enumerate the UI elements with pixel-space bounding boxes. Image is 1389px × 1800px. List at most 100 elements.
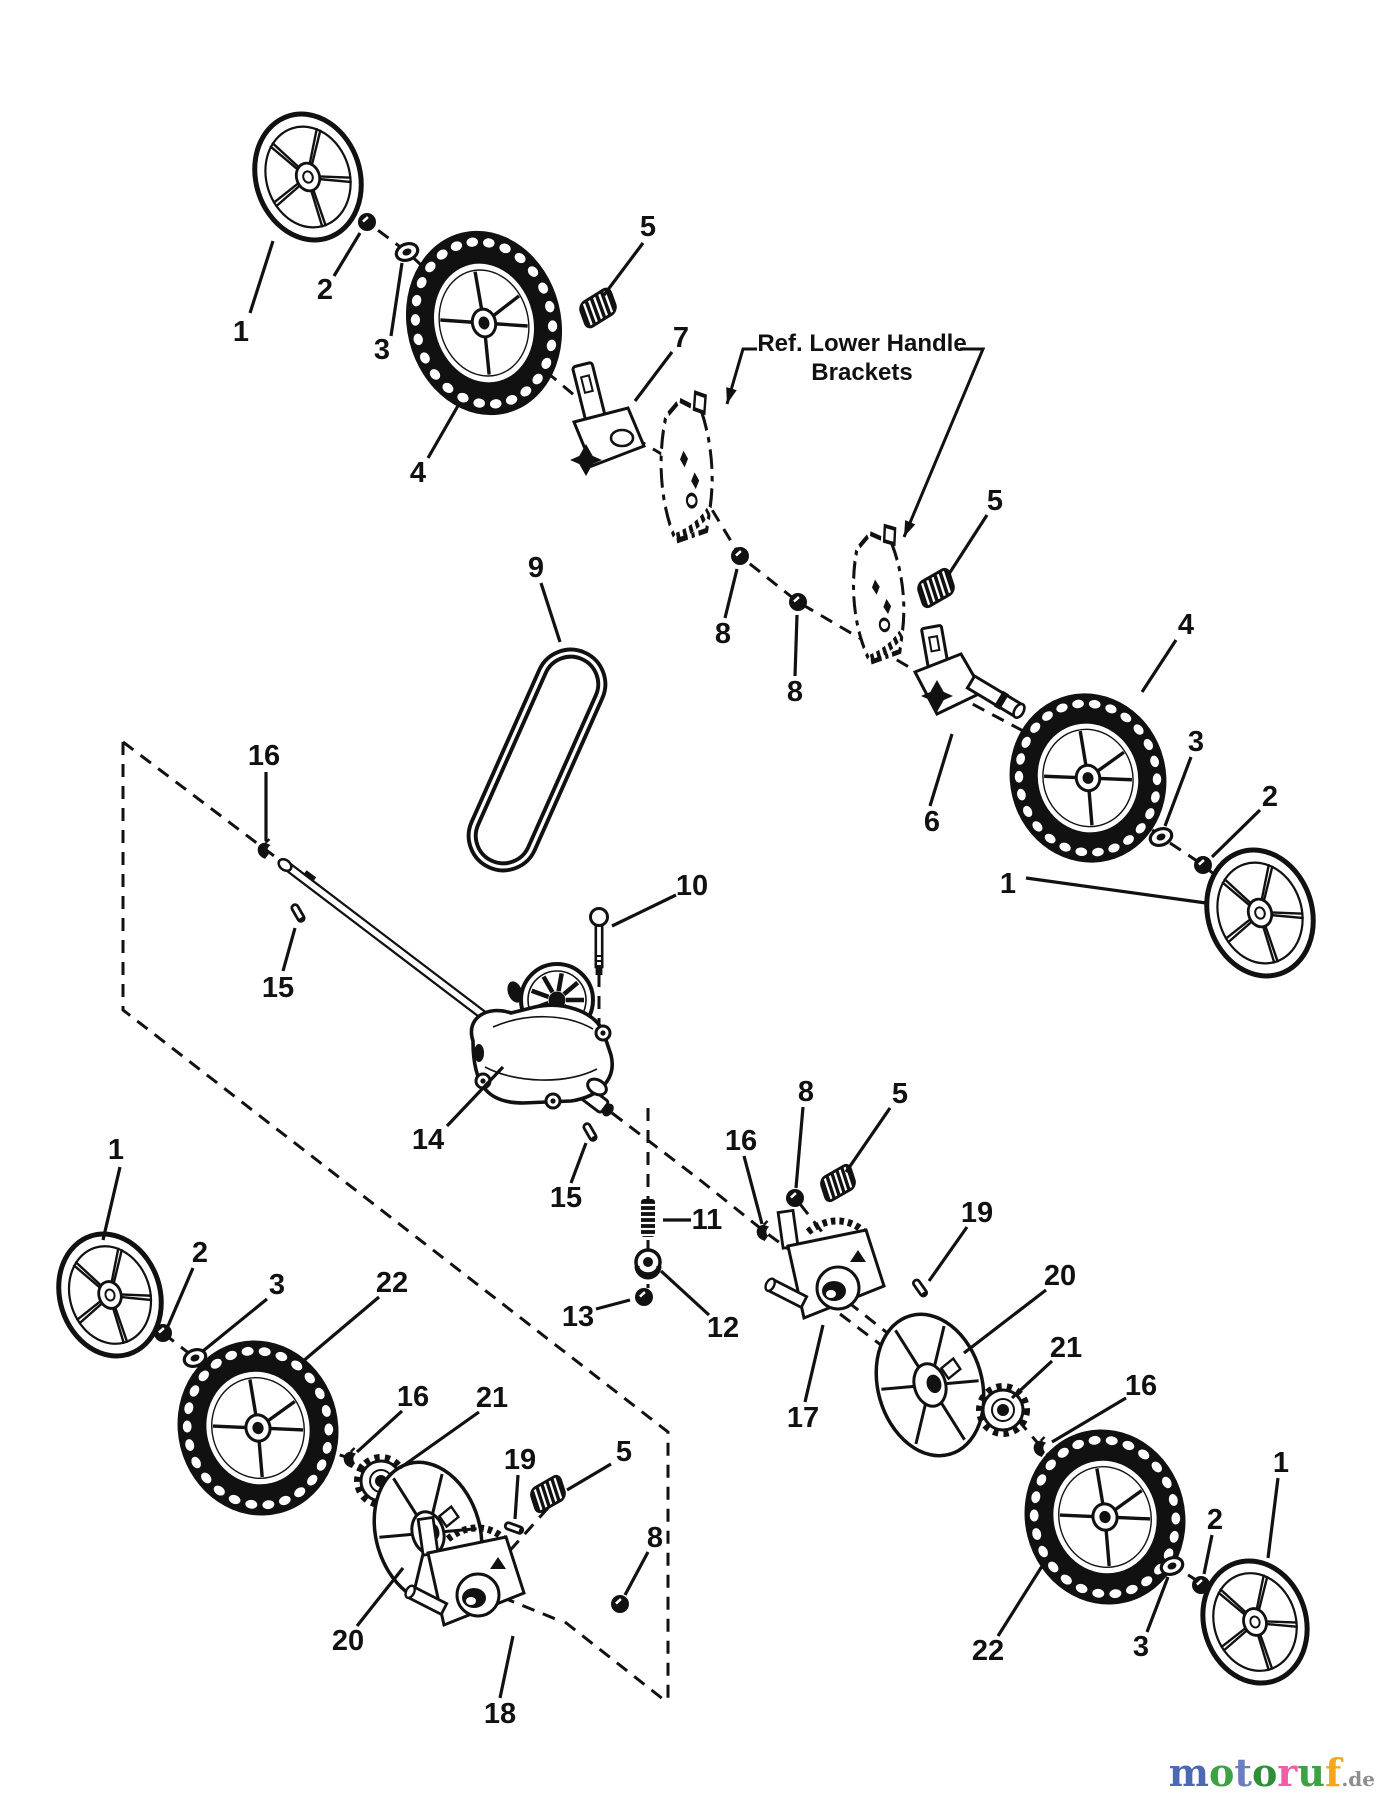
- watermark-letter: o: [1209, 1750, 1235, 1795]
- part-ratchet-plate: [874, 1312, 986, 1458]
- part-retainer-clip: [257, 838, 271, 859]
- part-callout-label: 2: [192, 1237, 208, 1269]
- part-callout-label: 21: [1050, 1332, 1082, 1364]
- part-callout-label: 16: [248, 740, 280, 772]
- callout-leader-line: [426, 403, 461, 459]
- part-wheel-cover: [252, 111, 364, 243]
- callout-leader-line: [742, 1155, 764, 1225]
- part-callout-label: 3: [269, 1269, 285, 1301]
- part-callout-label: 2: [1207, 1504, 1223, 1536]
- part-flat-washer: [394, 241, 420, 263]
- part-callout-label: 14: [412, 1124, 444, 1156]
- part-axle-arm-bracket: [764, 1208, 886, 1321]
- part-wheel-cover: [1200, 1558, 1310, 1686]
- part-retainer-clip: [1033, 1436, 1047, 1457]
- part-callout-label: 17: [787, 1402, 819, 1434]
- callout-leader-line: [201, 1297, 269, 1353]
- part-axle-arm-bracket: [404, 1515, 526, 1628]
- callout-leader-line: [1051, 1396, 1127, 1444]
- part-callout-label: 19: [504, 1444, 536, 1476]
- watermark-letter: o: [1251, 1750, 1278, 1795]
- callout-leader-line: [332, 232, 362, 277]
- part-adjuster-detent: [820, 1163, 856, 1203]
- callout-leader-line: [101, 1166, 122, 1241]
- part-wheel-bracket: [570, 361, 646, 476]
- callout-leader-line: [1025, 876, 1207, 905]
- callout-leader-line: [1145, 1576, 1170, 1633]
- assembly-axis-dashed: [564, 1620, 669, 1705]
- assembly-axis-dashed: [503, 1506, 550, 1558]
- part-wheel: [1009, 693, 1167, 863]
- part-callout-label: 2: [317, 274, 333, 306]
- part-locknut: [611, 1595, 629, 1613]
- callout-leader-line: [569, 1142, 588, 1184]
- callout-leader-line: [996, 1562, 1046, 1637]
- part-callout-label: 5: [892, 1078, 908, 1110]
- part-callout-label: 1: [1273, 1447, 1289, 1479]
- part-wheel-cover: [56, 1231, 164, 1359]
- part-drive-pinion: [976, 1383, 1030, 1437]
- part-locknut: [789, 593, 807, 611]
- part-roll-pin: [582, 1122, 598, 1142]
- part-callout-label: 21: [476, 1382, 508, 1414]
- watermark-letter: t: [1234, 1750, 1252, 1795]
- callout-leader-line: [281, 927, 297, 972]
- part-flat-washer: [1148, 826, 1174, 848]
- part-bolt: [589, 907, 609, 975]
- part-callout-label: 1: [1000, 868, 1016, 900]
- callout-leader-line: [803, 1324, 825, 1403]
- part-locknut: [1194, 856, 1212, 874]
- part-locknut: [786, 1189, 804, 1207]
- callout-leader-line: [794, 1106, 805, 1189]
- annotation-leader: [725, 347, 757, 405]
- callout-leader-line: [355, 1409, 404, 1454]
- callout-leader-line: [389, 262, 404, 337]
- callout-leader-line: [611, 893, 677, 928]
- watermark-logo: motoruf.de: [1169, 1754, 1375, 1792]
- watermark-suffix: .de: [1341, 1767, 1375, 1791]
- callout-leader-line: [539, 582, 562, 643]
- part-callout-label: 8: [798, 1076, 814, 1108]
- callout-leader-line: [300, 1295, 381, 1364]
- part-wheel: [405, 230, 563, 416]
- part-callout-label: 16: [397, 1381, 429, 1413]
- part-retainer-clip: [756, 1220, 770, 1241]
- callout-leader-line: [844, 1107, 892, 1173]
- part-callout-label: 8: [715, 618, 731, 650]
- part-callout-label: 16: [1125, 1370, 1157, 1402]
- part-callout-label: 3: [374, 334, 390, 366]
- part-callout-label: 10: [676, 870, 708, 902]
- callout-leader-line: [945, 514, 989, 578]
- callout-leader-line: [602, 242, 645, 296]
- ref-lower-handle-brackets-label: Ref. Lower Handle: [757, 330, 966, 357]
- part-callout-label: 4: [410, 457, 426, 489]
- callout-leader-line: [1210, 808, 1262, 859]
- part-callout-label: 8: [787, 676, 803, 708]
- part-callout-label: 5: [987, 485, 1003, 517]
- callout-leader-line: [248, 240, 275, 314]
- callout-leader-line: [723, 568, 739, 619]
- watermark-letter: r: [1277, 1750, 1298, 1795]
- part-callout-label: 12: [707, 1312, 739, 1344]
- callout-leader-line: [1163, 756, 1193, 827]
- callout-leader-line: [1266, 1477, 1280, 1559]
- part-callout-label: 20: [1044, 1260, 1076, 1292]
- part-wheel-cover: [1204, 847, 1316, 979]
- part-callout-label: 4: [1178, 609, 1194, 641]
- part-callout-label: 16: [725, 1125, 757, 1157]
- assembly-axis-dashed: [798, 1203, 832, 1243]
- assembly-axis-dashed: [121, 742, 670, 1703]
- callout-leader-line: [445, 1065, 505, 1128]
- part-callout-label: 22: [376, 1267, 408, 1299]
- ref-lower-handle-brackets-label-line2: Brackets: [811, 359, 912, 386]
- part-adjuster-detent: [579, 287, 617, 329]
- part-clevis-pin: [503, 1521, 525, 1535]
- part-callout-label: 18: [484, 1698, 516, 1730]
- part-adjuster-detent: [917, 567, 955, 609]
- part-callout-label: 1: [108, 1134, 124, 1166]
- callout-leader-line: [498, 1635, 515, 1699]
- callout-leader-line: [166, 1267, 195, 1327]
- annotation-arrowhead: [904, 520, 916, 537]
- part-callout-label: 2: [1262, 781, 1278, 813]
- part-callout-label: 19: [961, 1197, 993, 1229]
